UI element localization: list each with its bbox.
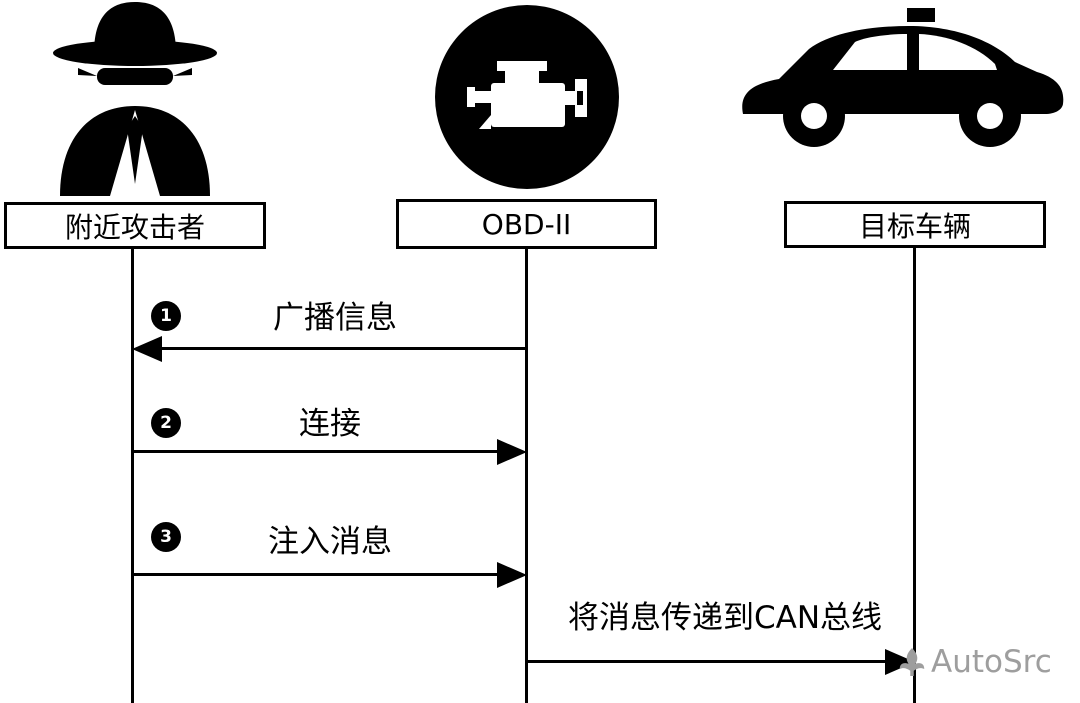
message-4-label: 将消息传递到CAN总线 [567,600,883,636]
actor-attacker-label: 附近攻击者 [64,210,205,244]
obd-lifeline [525,249,528,703]
message-3-arrow-line [133,573,498,576]
step-1-badge: 1 [151,301,181,331]
actor-vehicle-label: 目标车辆 [858,209,971,243]
message-4-arrow-line [527,660,886,663]
actor-attacker-box: 附近攻击者 [4,202,266,249]
step-3-badge: 3 [151,522,181,552]
engine-icon [435,5,619,189]
message-3-arrowhead-icon [497,562,527,588]
message-2-arrowhead-icon [497,439,527,465]
step-1-number: 1 [160,306,172,326]
step-2-number: 2 [160,413,172,433]
message-1-arrowhead-icon [132,336,162,362]
actor-obd-label: OBD-II [481,207,572,241]
message-1-label: 广播信息 [273,300,397,336]
actor-obd-box: OBD-II [396,199,657,249]
watermark-text: AutoSrc [931,644,1052,680]
message-2-label: 连接 [299,406,361,442]
step-3-number: 3 [160,527,172,547]
actor-vehicle-box: 目标车辆 [784,201,1046,248]
attacker-lifeline [131,249,134,703]
vehicle-lifeline [913,248,916,703]
autosrc-logo-icon [899,648,925,676]
message-2-arrow-line [133,450,498,453]
message-1-arrow-line [160,347,527,350]
message-3-label: 注入消息 [268,524,392,560]
step-2-badge: 2 [151,408,181,438]
watermark: AutoSrc [898,644,1052,680]
spy-icon [53,2,217,196]
car-icon [742,8,1064,147]
